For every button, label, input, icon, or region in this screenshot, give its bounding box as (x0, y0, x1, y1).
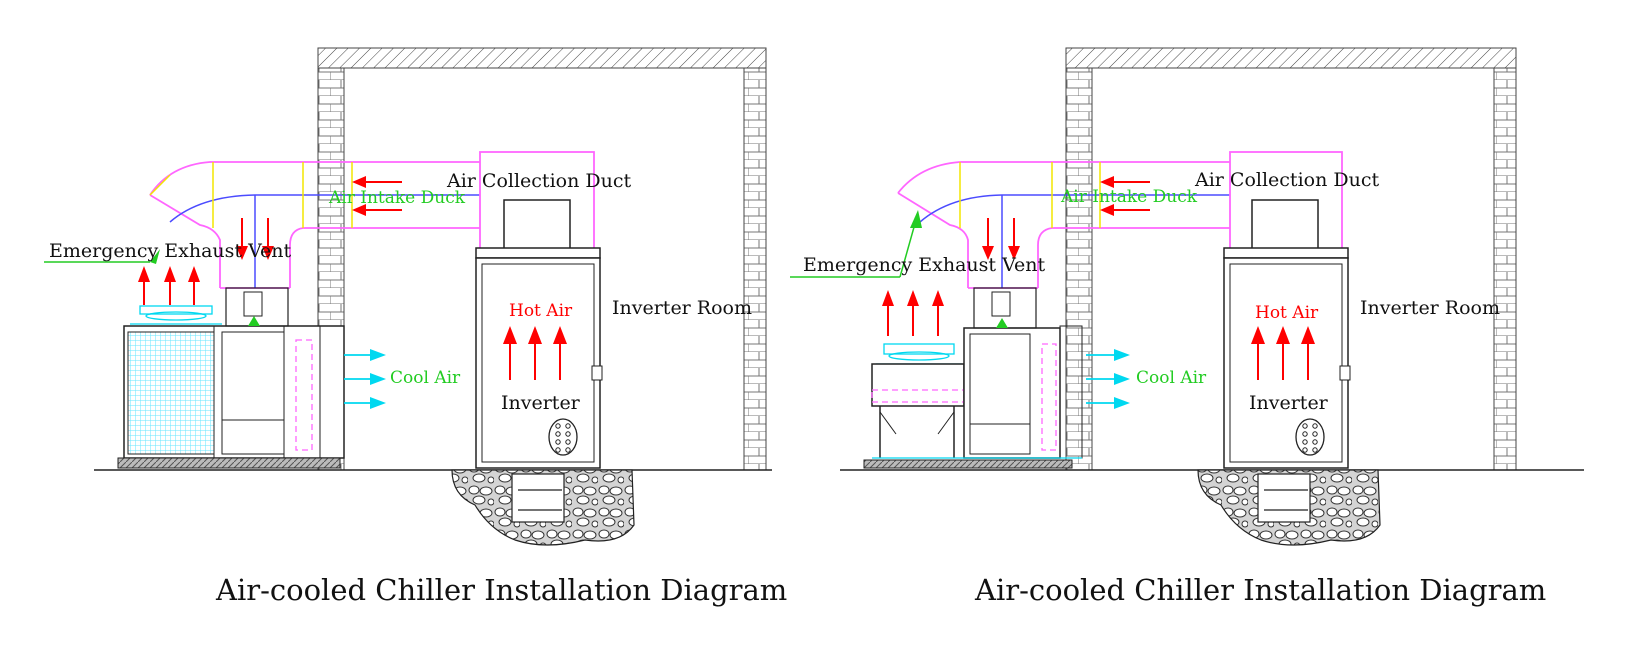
inverter-keypad (548, 418, 578, 456)
right-brick-wall (1493, 67, 1517, 471)
label-cool-air: Cool Air (390, 368, 461, 388)
condenser-coil-mesh (127, 331, 215, 455)
inverter-hot-air-arrows (1251, 326, 1315, 380)
label-inverter-room: Inverter Room (1360, 297, 1500, 319)
ceiling-slab (1065, 47, 1517, 69)
label-inverter: Inverter (1249, 392, 1329, 414)
ceiling-slab (317, 47, 767, 69)
air-duct (897, 151, 1343, 289)
diagram-left: Air Collection Duct Air Intake Duck Emer… (44, 47, 787, 607)
caption: Air-cooled Chiller Installation Diagram (215, 573, 787, 607)
condenser-fan (130, 305, 222, 325)
exhaust-leader-tip (150, 249, 160, 264)
label-hot-air: Hot Air (509, 301, 573, 321)
label-hot-air: Hot Air (1255, 303, 1319, 323)
label-air-intake-duck: Air Intake Duck (1060, 187, 1198, 207)
label-inverter-room: Inverter Room (612, 297, 752, 319)
intake-arrows (982, 176, 1150, 260)
cool-air-arrows (344, 349, 386, 409)
caption: Air-cooled Chiller Installation Diagram (974, 573, 1546, 607)
label-air-collection-duct: Air Collection Duct (446, 170, 631, 192)
cool-air-arrows (1086, 349, 1130, 409)
chiller-exhaust-arrows (138, 266, 200, 305)
label-air-collection-duct: Air Collection Duct (1194, 169, 1379, 191)
chiller-unit (863, 287, 1083, 469)
foundation (451, 469, 635, 546)
exhaust-leader-tip (910, 210, 922, 228)
intake-arrows (236, 176, 402, 260)
label-inverter: Inverter (501, 392, 581, 414)
inverter-cabinet (1223, 199, 1351, 469)
left-brick-wall (1065, 67, 1093, 471)
inverter-keypad (1295, 418, 1325, 456)
chiller-unit (117, 287, 345, 469)
foundation (1197, 469, 1381, 546)
inverter-hot-air-arrows (503, 326, 567, 380)
inverter-cabinet (475, 199, 603, 469)
condenser-fan (876, 343, 962, 365)
label-cool-air: Cool Air (1136, 368, 1207, 388)
label-emergency-exhaust-vent: Emergency Exhaust Vent (49, 240, 292, 262)
chiller-exhaust-arrows (882, 290, 944, 336)
label-emergency-exhaust-vent: Emergency Exhaust Vent (803, 254, 1046, 276)
diagram-right: Air Collection Duct Air Intake Duck Emer… (790, 47, 1584, 607)
label-air-intake-duck: Air Intake Duck (328, 188, 466, 208)
right-brick-wall (743, 67, 767, 471)
